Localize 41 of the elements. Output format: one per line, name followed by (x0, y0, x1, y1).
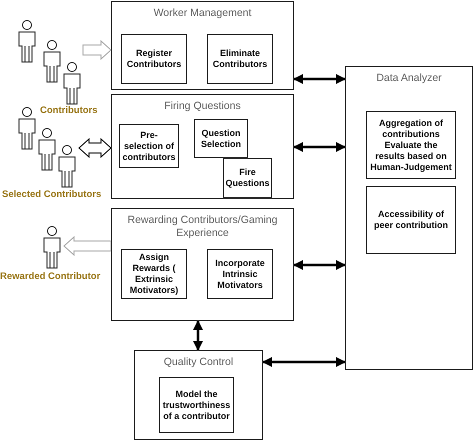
process-box (159, 377, 234, 433)
hollow-arrow (82, 40, 112, 60)
process-text: Pre-selection of contributors (122, 130, 176, 162)
process-text: Aggregation of contributions Evaluate the results based on Human-Judgement (369, 118, 453, 172)
module-box (111, 208, 294, 321)
process-text: Assign Rewards ( Extrinsic Motivators) (128, 252, 180, 296)
arrow (262, 357, 346, 367)
process-box (121, 249, 187, 299)
module-title: Quality Control (162, 356, 234, 369)
module-box (134, 350, 263, 440)
hollow-arrow (78, 138, 112, 158)
arrow (293, 142, 346, 152)
module-title: Firing Questions (163, 100, 242, 113)
group-caption: Contributors (40, 105, 98, 117)
process-text: Fire Questions (226, 167, 270, 189)
process-text: Question Selection (200, 128, 242, 150)
module-box (111, 1, 294, 90)
process-box (121, 34, 187, 84)
module-box (345, 66, 473, 370)
module-title: Data Analyzer (375, 72, 443, 85)
arrow (293, 260, 346, 270)
module-box (111, 94, 294, 199)
process-text: Model the trustworthiness of a contributor (162, 388, 231, 422)
arrow (193, 320, 203, 351)
process-box (119, 124, 179, 168)
process-box (207, 249, 273, 299)
hollow-arrow (63, 236, 112, 256)
process-box (366, 111, 456, 179)
process-box (194, 119, 248, 158)
module-title: Rewarding Contributors/Gaming Experience (126, 214, 278, 240)
arrow (293, 74, 346, 84)
module-title: Worker Management (152, 7, 252, 20)
process-text: Incorporate Intrinsic Motivators (214, 258, 266, 290)
group-caption: Selected Contributors (2, 189, 102, 201)
process-box (366, 186, 456, 254)
process-box (207, 34, 273, 84)
process-text: Register Contributors (126, 48, 182, 70)
process-text: Eliminate Contributors (212, 48, 268, 70)
process-box (223, 158, 272, 198)
group-caption: Rewarded Contributor (0, 271, 100, 283)
process-text: Accessibility of peer contribution (373, 209, 449, 231)
